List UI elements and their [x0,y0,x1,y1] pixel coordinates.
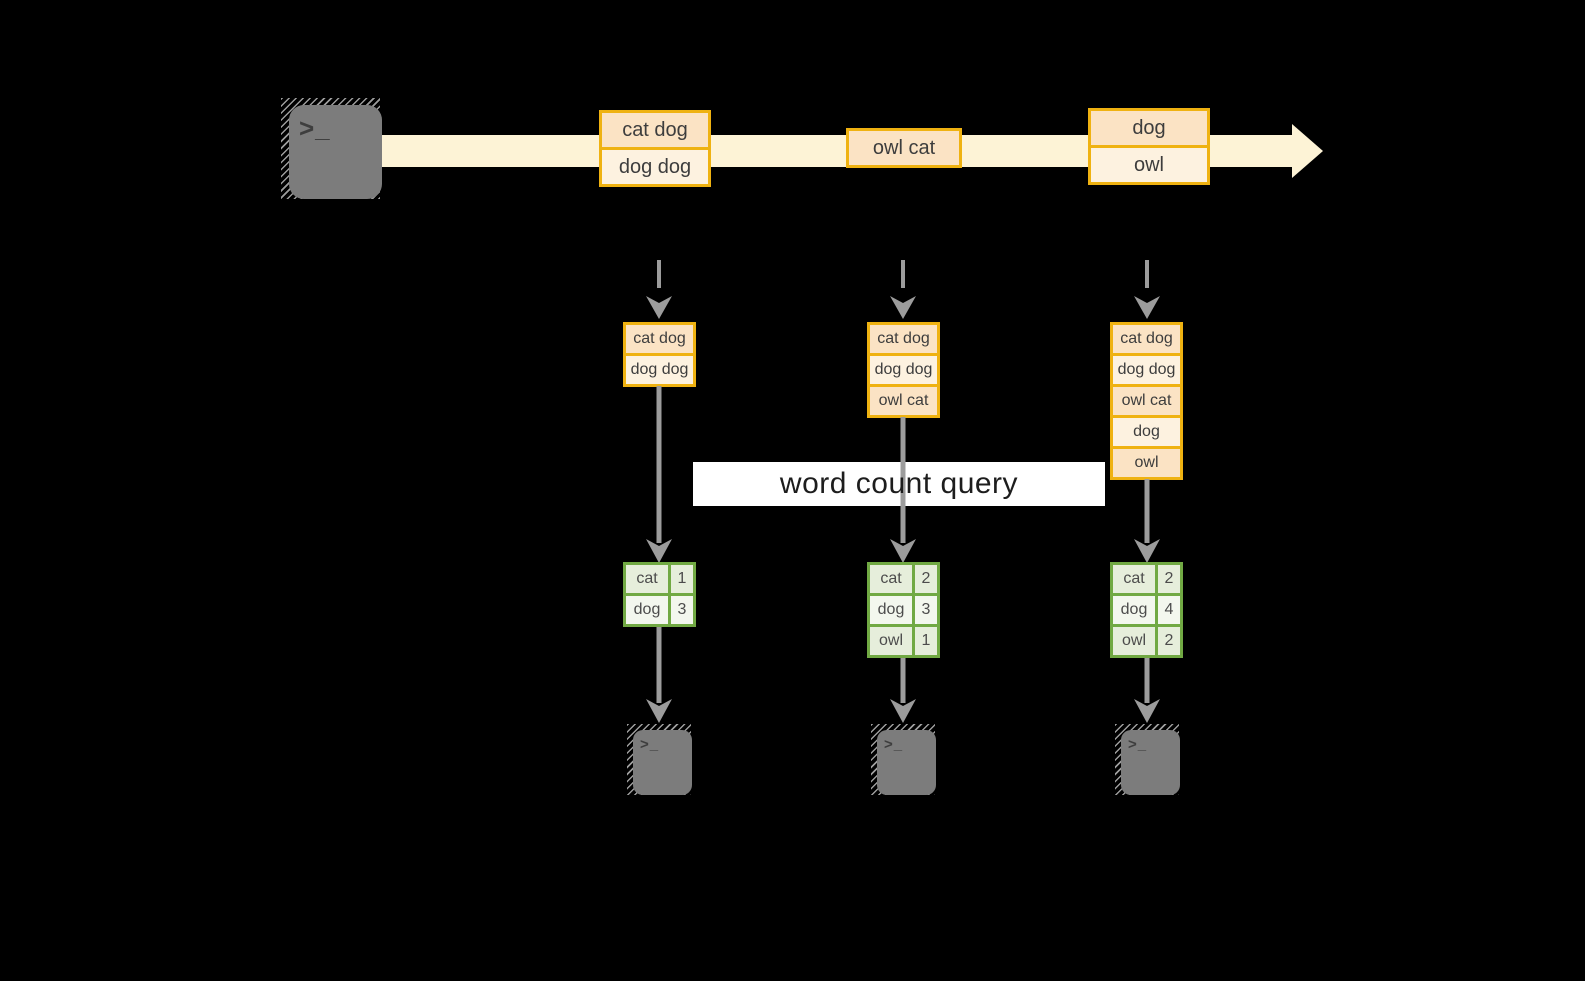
table-row: dog 4 [1113,593,1180,624]
batch-row: dog dog [870,353,937,384]
table-row: cat 2 [870,565,937,593]
terminal-body: >_ [633,730,692,795]
count-cell: 3 [668,596,693,624]
count-cell: 3 [912,596,937,624]
terminal-body: >_ [1121,730,1180,795]
word-cell: cat [1123,570,1145,587]
table-row: cat 2 [1113,565,1180,593]
stream-event-row: owl cat [849,131,959,165]
accumulated-batch-box-2: cat dog dog dog owl cat [867,322,940,418]
word-cell: dog [877,601,905,618]
query-label-background [693,462,1105,506]
word-cell: dog [633,601,661,618]
word-count-table-3: cat 2 dog 4 owl 2 [1110,562,1183,658]
down-arrow-icon [890,658,916,723]
batch-row: cat dog [870,325,937,353]
batch-row: dog dog [1113,353,1180,384]
sink-terminal-icon-1: >_ [627,724,692,795]
sink-terminal-icon-3: >_ [1115,724,1180,795]
batch-row: owl cat [870,384,937,415]
terminal-prompt-glyph: >_ [299,113,331,143]
word-count-table-2: cat 2 dog 3 owl 1 [867,562,940,658]
word-cell: owl [1121,632,1146,649]
word-cell: cat [636,570,658,587]
stream-event-row: owl [1091,145,1207,182]
terminal-prompt-glyph: >_ [1128,736,1148,753]
stream-event-row: dog dog [602,147,708,184]
word-count-table-1: cat 1 dog 3 [623,562,696,627]
down-arrow-icon [646,627,672,723]
down-arrow-icon [1134,479,1160,563]
word-cell: owl [878,632,903,649]
source-terminal-icon: >_ [281,98,382,199]
table-row: owl 2 [1113,624,1180,655]
query-label: word count query [779,467,1019,500]
terminal-body: >_ [877,730,936,795]
count-cell: 2 [912,565,937,593]
sink-terminal-icon-2: >_ [871,724,936,795]
table-row: cat 1 [626,565,693,593]
batch-row: cat dog [1113,325,1180,353]
table-row: owl 1 [870,624,937,655]
count-cell: 2 [1155,627,1180,655]
stream-event-row: cat dog [602,113,708,147]
down-arrow-icon [1134,658,1160,723]
accumulated-batch-box-3: cat dog dog dog owl cat dog owl [1110,322,1183,480]
stream-event-box-2: owl cat [846,128,962,168]
batch-row: owl cat [1113,384,1180,415]
count-cell: 4 [1155,596,1180,624]
down-arrow-dashed-icon [1134,260,1160,319]
table-row: dog 3 [870,593,937,624]
down-arrow-icon [890,417,916,563]
down-arrow-dashed-icon [646,260,672,319]
stream-event-box-3: dog owl [1088,108,1210,185]
stream-event-box-1: cat dog dog dog [599,110,711,187]
terminal-prompt-glyph: >_ [884,736,904,753]
terminal-prompt-glyph: >_ [640,736,660,753]
count-cell: 2 [1155,565,1180,593]
stream-arrowhead [1292,124,1323,178]
table-row: dog 3 [626,593,693,624]
word-cell: cat [880,570,902,587]
accumulated-batch-box-1: cat dog dog dog [623,322,696,387]
count-cell: 1 [912,627,937,655]
word-cell: dog [1120,601,1148,618]
batch-row: dog [1113,415,1180,446]
batch-row: owl [1113,446,1180,477]
terminal-body: >_ [289,105,382,199]
batch-row: cat dog [626,325,693,353]
count-cell: 1 [668,565,693,593]
down-arrow-icon [646,386,672,563]
stream-event-row: dog [1091,111,1207,145]
batch-row: dog dog [626,353,693,384]
down-arrow-dashed-icon [890,260,916,319]
